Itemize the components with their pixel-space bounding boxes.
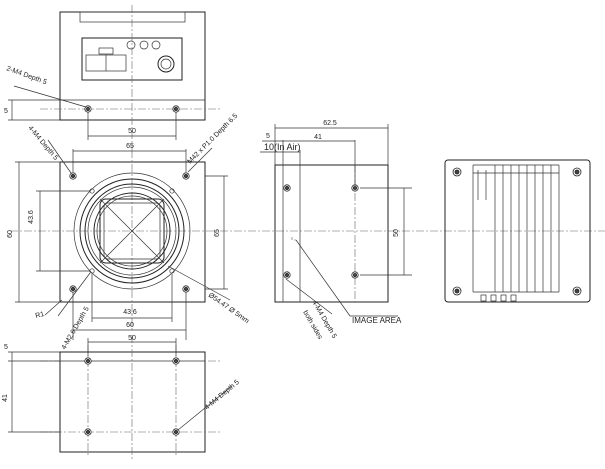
side-total-dim: 62.5 [323,120,337,127]
top-view: 2-M4 Depth 5 5 50 [4,5,220,150]
front-height-left-dim: 60 [7,230,14,238]
top-callout: 2-M4 Depth 5 [5,65,47,86]
in-air-label: 10(In Air) [264,142,301,152]
bottom-height-small-dim: 5 [4,344,8,351]
front-width-bottom-dim: 60 [126,322,134,329]
front-top-left-callout: 4-M4 Depth 5 [26,125,59,162]
front-bottom-right-callout: Ø54.47 Ø 5mm [207,292,250,325]
front-width-top-dim: 65 [126,143,134,150]
bottom-height-dim: 41 [2,394,9,402]
top-height-dim: 5 [4,108,8,115]
side-small-dim: 5 [266,133,270,140]
bottom-width-dim: 50 [128,335,136,342]
bottom-view: 50 5 41 4-M4 Depth 5 [2,335,241,460]
top-width-dim: 50 [128,128,136,135]
rear-view [444,159,591,303]
bottom-callout: 4-M4 Depth 5 [204,379,241,412]
side-height-dim: 50 [393,229,400,237]
image-area-label: IMAGE AREA [352,316,402,325]
front-width-inner-dim: 43.6 [123,309,137,316]
front-height-inner-dim: 43.6 [28,210,35,224]
side-view: 62.5 41 5 10(In Air) 50 4-M4 Depth 5 bot… [260,120,412,341]
r1-label: R1 [35,311,46,320]
front-bottom-left-callout: 4-M2.6 Depth 5 [61,306,91,351]
side-mid-dim: 41 [314,134,322,141]
front-height-right-dim: 65 [214,229,221,237]
